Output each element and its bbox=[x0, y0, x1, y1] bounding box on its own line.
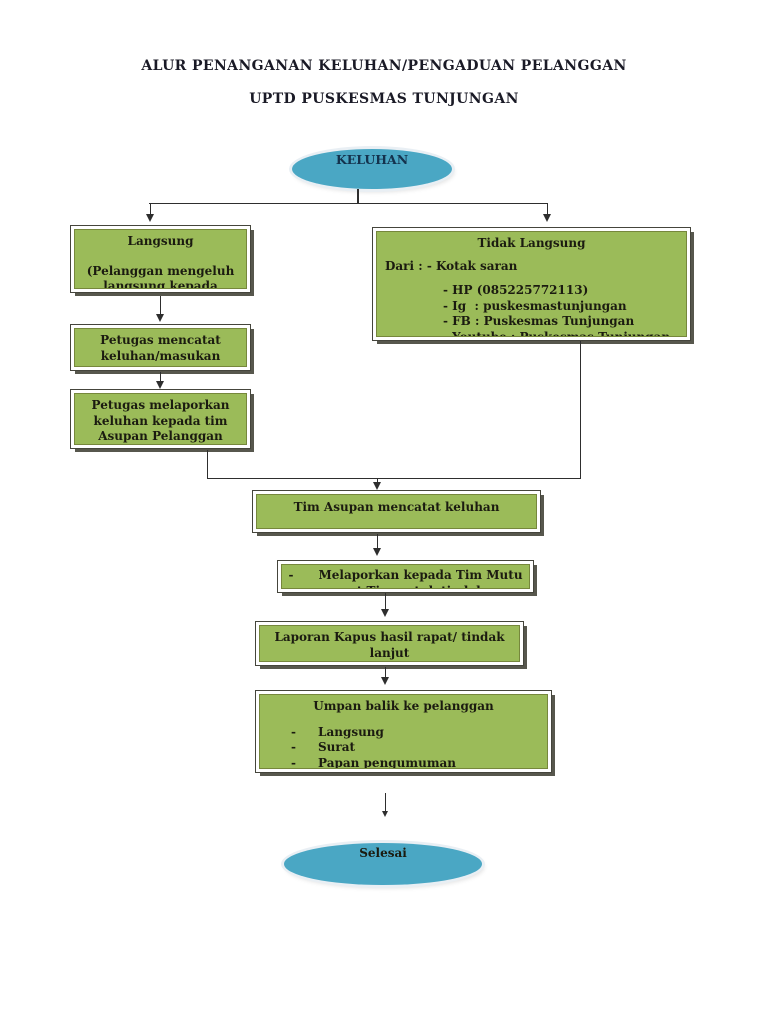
connector-umpan-selesai bbox=[384, 793, 386, 811]
connector-langsung-petugas bbox=[159, 296, 161, 314]
langsung-body: (Pelanggan mengeluh langsung kepada bbox=[86, 263, 235, 289]
connector-merge-hline bbox=[206, 477, 581, 479]
connector-merge-drop bbox=[376, 479, 378, 482]
umpan-balik-item: - Langsung bbox=[268, 725, 539, 741]
langsung-box: Langsung (Pelanggan mengeluh langsung ke… bbox=[70, 225, 251, 293]
melaporkan-tim-mutu-line1: - Melaporkan kepada Tim Mutu bbox=[288, 568, 523, 582]
langsung-title: Langsung bbox=[127, 234, 194, 248]
petugas-mencatat-label: Petugas mencatat keluhan/masukan bbox=[100, 333, 221, 363]
connector-start-stub bbox=[357, 189, 359, 203]
arrowhead-to-umpan-balik bbox=[380, 677, 389, 685]
document-title-line1: ALUR PENANGANAN KELUHAN/PENGADUAN PELANG… bbox=[141, 58, 627, 74]
umpan-balik-box: Umpan balik ke pelanggan - Langsung - Su… bbox=[255, 690, 552, 773]
connector-timasupan-melaporkan bbox=[376, 534, 378, 548]
arrowhead-to-tim-asupan bbox=[372, 482, 381, 490]
tidak-langsung-box: Tidak Langsung Dari : - Kotak saran - HP… bbox=[372, 227, 691, 341]
arrowhead-to-langsung bbox=[145, 214, 154, 222]
arrowhead-to-petugas-mencatat bbox=[155, 314, 164, 322]
connector-branch-left-line bbox=[149, 203, 151, 215]
connector-branch-right-line bbox=[546, 203, 548, 215]
tidak-langsung-channel-item: - Youtube : Puskesmas Tunjungan bbox=[443, 329, 671, 337]
laporan-kapus-box: Laporan Kapus hasil rapat/ tindak lanjut bbox=[255, 621, 524, 666]
tim-asupan-box: Tim Asupan mencatat keluhan bbox=[252, 490, 541, 533]
arrowhead-to-melaporkan bbox=[372, 548, 381, 556]
start-ellipse: KELUHAN bbox=[292, 149, 452, 189]
connector-petugas-petugas bbox=[159, 372, 161, 381]
bullet-dash: - bbox=[291, 755, 296, 769]
selesai-label: Selesai bbox=[359, 846, 407, 860]
tim-asupan-label: Tim Asupan mencatat keluhan bbox=[293, 500, 500, 514]
tidak-langsung-source-line: Dari : - Kotak saran bbox=[385, 258, 518, 273]
connector-right-merge-vline bbox=[579, 341, 581, 479]
bullet-dash: - bbox=[291, 724, 296, 739]
connector-laporan-umpan bbox=[384, 667, 386, 677]
petugas-mencatat-box: Petugas mencatat keluhan/masukan bbox=[70, 324, 251, 371]
tidak-langsung-title: Tidak Langsung bbox=[477, 236, 586, 250]
petugas-melaporkan-label: Petugas melaporkan keluhan kepada tim As… bbox=[91, 398, 230, 443]
tidak-langsung-channel-item: - Ig : puskesmastunjungan bbox=[443, 298, 627, 313]
arrowhead-to-laporan bbox=[380, 609, 389, 617]
bullet-dash: - bbox=[291, 740, 296, 754]
melaporkan-tim-mutu-line2: rapat Tim untuk tindak bbox=[282, 584, 529, 589]
umpan-balik-item: - Surat bbox=[268, 740, 539, 756]
start-label: KELUHAN bbox=[335, 152, 409, 167]
arrowhead-to-selesai bbox=[381, 811, 388, 817]
petugas-melaporkan-box: Petugas melaporkan keluhan kepada tim As… bbox=[70, 389, 251, 449]
document-title-line2: UPTD PUSKESMAS TUNJUNGAN bbox=[249, 91, 519, 107]
tidak-langsung-channel-item: - FB : Puskesmas Tunjungan bbox=[443, 314, 635, 328]
tidak-langsung-channel-item: - HP (085225772113) bbox=[443, 283, 589, 297]
umpan-balik-item: - Papan pengumuman bbox=[268, 755, 539, 769]
melaporkan-tim-mutu-box: - Melaporkan kepada Tim Mutu rapat Tim u… bbox=[277, 560, 534, 593]
arrowhead-to-tidak-langsung bbox=[542, 214, 551, 222]
connector-melaporkan-laporan bbox=[384, 593, 386, 609]
umpan-balik-title: Umpan balik ke pelanggan bbox=[313, 699, 494, 713]
laporan-kapus-label: Laporan Kapus hasil rapat/ tindak lanjut bbox=[274, 630, 505, 660]
arrowhead-to-petugas-melaporkan bbox=[155, 381, 164, 389]
connector-branch-hline bbox=[149, 202, 548, 204]
connector-left-merge-vline bbox=[206, 450, 208, 478]
selesai-ellipse: Selesai bbox=[284, 843, 482, 885]
